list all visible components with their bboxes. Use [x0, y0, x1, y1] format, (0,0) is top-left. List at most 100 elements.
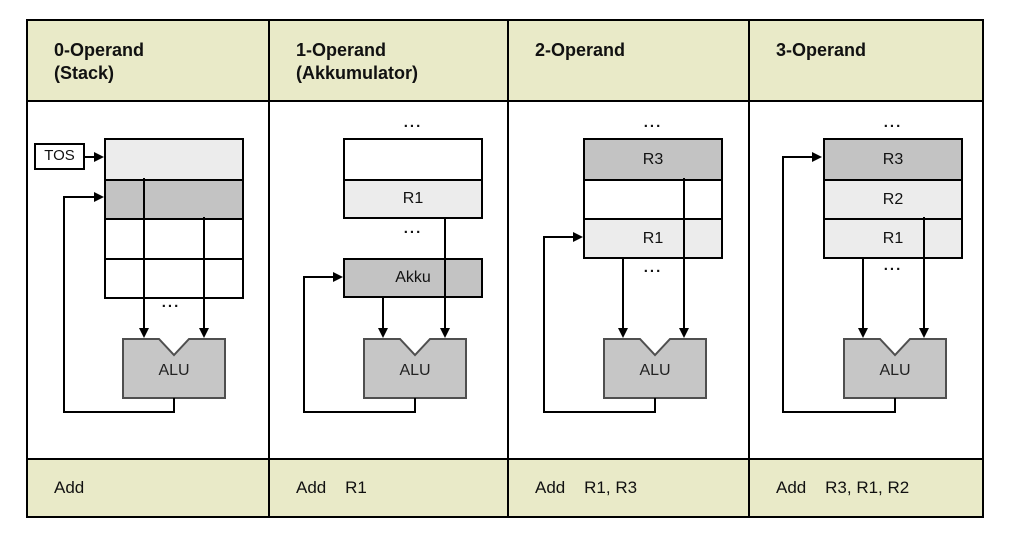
feedback-line	[782, 157, 784, 413]
akku-label: Akku	[395, 269, 431, 286]
instruction-text: Add R1	[296, 478, 367, 497]
alu-input-arrow-right-icon	[919, 328, 929, 338]
feedback-line	[63, 196, 94, 198]
register-cell	[345, 140, 481, 179]
tos-box: TOS	[34, 143, 85, 170]
feedback-line	[782, 156, 813, 158]
feedback-line	[303, 277, 305, 413]
column-header: 1-Operand (Akkumulator)	[270, 21, 507, 102]
operand-line-left	[143, 178, 145, 328]
stack-cell-second	[106, 179, 242, 218]
ellipsis: ...	[403, 220, 423, 237]
column-header: 2-Operand	[509, 21, 748, 102]
stack-architecture-diagram: TOS ... ALU	[28, 102, 268, 458]
feedback-line	[654, 398, 656, 413]
feedback-line	[303, 411, 416, 413]
ellipsis: ...	[403, 114, 423, 131]
two-operand-architecture-diagram: ... R3 R1 ... ALU	[509, 102, 748, 458]
register-cell-r1: R1	[825, 218, 961, 257]
alu-shape-icon	[843, 338, 947, 399]
alu-input-arrow-left-icon	[618, 328, 628, 338]
alu-label: ALU	[158, 362, 190, 379]
feedback-line	[543, 237, 545, 413]
alu-shape-icon	[122, 338, 226, 399]
feedback-line	[173, 398, 175, 413]
header-line-2: (Stack)	[54, 63, 115, 83]
register-box: R1	[343, 138, 483, 219]
column-header: 3-Operand	[750, 21, 982, 102]
operand-architecture-table: 0-Operand (Stack) TOS ...	[26, 19, 984, 518]
header-line-1: 1-Operand	[296, 40, 387, 60]
instruction-cell: Add R1	[270, 458, 507, 516]
feedback-line	[414, 398, 416, 413]
alu-box: ALU	[363, 338, 467, 399]
alu-label: ALU	[639, 362, 671, 379]
header-line-1: 3-Operand	[776, 40, 867, 60]
column-header: 0-Operand (Stack)	[28, 21, 268, 102]
stack-cell-top	[106, 140, 242, 179]
operand-line-left	[622, 257, 624, 328]
feedback-line	[63, 197, 65, 413]
feedback-arrow-icon	[812, 152, 822, 162]
feedback-arrow-icon	[94, 192, 104, 202]
alu-input-arrow-right-icon	[199, 328, 209, 338]
alu-input-arrow-left-icon	[139, 328, 149, 338]
three-operand-architecture-diagram: ... R3 R2 R1 ... ALU	[750, 102, 982, 458]
operand-line-right	[444, 217, 446, 328]
feedback-arrow-icon	[573, 232, 583, 242]
feedback-line	[782, 411, 896, 413]
header-line-1: 2-Operand	[535, 40, 626, 60]
register-box: R3 R1	[583, 138, 723, 259]
instruction-text: Add R3, R1, R2	[776, 478, 910, 497]
operand-line-right	[683, 178, 685, 328]
ellipsis: ...	[883, 114, 903, 131]
feedback-arrow-icon	[333, 272, 343, 282]
stack-cell	[106, 218, 242, 258]
alu-input-arrow-right-icon	[440, 328, 450, 338]
akku-to-alu-line	[382, 296, 384, 328]
register-cell-r3: R3	[585, 140, 721, 179]
alu-input-arrow-right-icon	[679, 328, 689, 338]
register-cell-r1: R1	[345, 179, 481, 217]
feedback-line	[543, 411, 656, 413]
alu-label: ALU	[879, 362, 911, 379]
alu-label: ALU	[399, 362, 431, 379]
register-cell-r2: R2	[825, 179, 961, 218]
column-0-operand: 0-Operand (Stack) TOS ...	[28, 21, 270, 516]
feedback-line	[63, 411, 175, 413]
alu-shape-icon	[603, 338, 707, 399]
accumulator-architecture-diagram: ... R1 ... Akku ALU	[270, 102, 507, 458]
operand-line-right	[203, 217, 205, 328]
alu-box: ALU	[843, 338, 947, 399]
ellipsis: ...	[643, 114, 663, 131]
register-cell-r1: R1	[585, 218, 721, 257]
instruction-text: Add R1, R3	[535, 478, 638, 497]
register-cell	[585, 179, 721, 218]
feedback-line	[543, 236, 574, 238]
instruction-cell: Add R3, R1, R2	[750, 458, 982, 516]
tos-arrow-icon	[94, 152, 104, 162]
alu-input-arrow-left-icon	[858, 328, 868, 338]
ellipsis: ...	[161, 294, 181, 311]
header-line-1: 0-Operand	[54, 40, 145, 60]
alu-box: ALU	[603, 338, 707, 399]
alu-box: ALU	[122, 338, 226, 399]
feedback-line	[303, 276, 334, 278]
operand-line-right	[923, 217, 925, 328]
instruction-cell: Add R1, R3	[509, 458, 748, 516]
instruction-text: Add	[54, 478, 85, 497]
ellipsis: ...	[643, 259, 663, 276]
alu-shape-icon	[363, 338, 467, 399]
feedback-line	[894, 398, 896, 413]
tos-arrow-line	[85, 156, 95, 158]
column-2-operand: 2-Operand ... R3 R1 ...	[509, 21, 750, 516]
alu-input-arrow-left-icon	[378, 328, 388, 338]
column-3-operand: 3-Operand ... R3 R2 R1 ...	[750, 21, 982, 516]
column-1-operand: 1-Operand (Akkumulator) ... R1 ... Akku	[270, 21, 509, 516]
header-line-2: (Akkumulator)	[296, 63, 419, 83]
akku-box: Akku	[343, 258, 483, 298]
register-cell-r3: R3	[825, 140, 961, 179]
operand-line-left	[862, 257, 864, 328]
ellipsis: ...	[883, 257, 903, 274]
